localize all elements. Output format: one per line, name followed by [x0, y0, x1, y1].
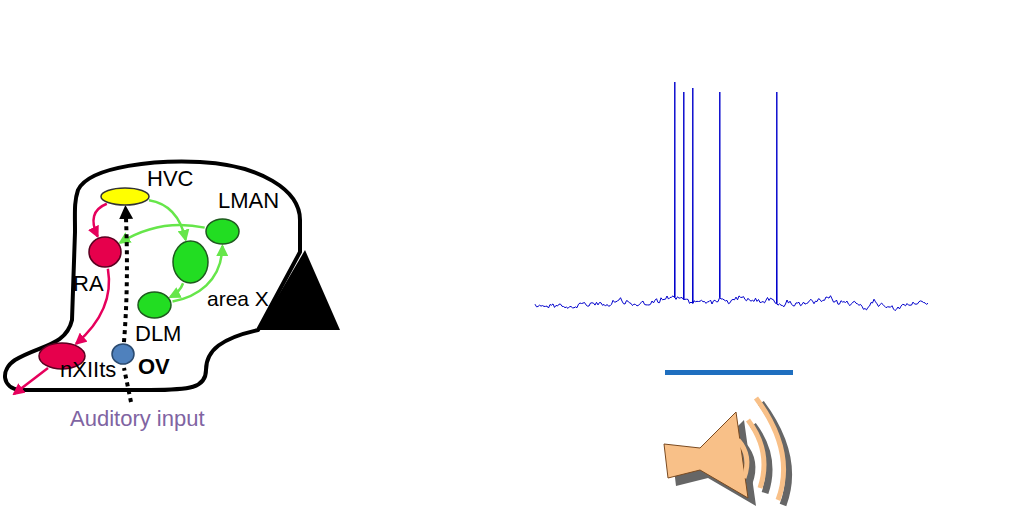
projection-arrow	[120, 225, 205, 243]
stimulus-bar	[665, 370, 793, 375]
nucleus-shape	[205, 218, 240, 245]
nucleus-shape	[100, 187, 150, 206]
nucleus-ellipse: nXIIts	[38, 342, 86, 370]
speaker-icon	[664, 398, 789, 506]
voltage-trace	[535, 82, 928, 311]
nucleus-label: HVC	[147, 168, 193, 190]
nucleus-circle: LMAN	[205, 218, 240, 245]
auditory-input-line	[124, 368, 131, 402]
projection-arrow	[93, 204, 106, 237]
projection-arrow	[149, 200, 186, 239]
nucleus-shape	[137, 291, 172, 319]
nucleus-shape	[88, 236, 122, 268]
nucleus-ellipse: area X	[172, 240, 209, 284]
nucleus-shape	[172, 240, 209, 284]
nucleus-label: OV	[138, 356, 170, 378]
triangle-symbol	[258, 250, 340, 330]
nucleus-shape	[111, 343, 135, 365]
nucleus-circle: OV	[111, 343, 135, 365]
nucleus-ellipse: HVC	[100, 187, 150, 206]
brain-outline	[5, 162, 300, 390]
nucleus-label: nXIIts	[60, 359, 116, 381]
nucleus-label: RA	[73, 273, 104, 295]
nucleus-circle: DLM	[137, 291, 172, 319]
nucleus-label: LMAN	[218, 190, 279, 212]
input-label: Auditory input	[70, 408, 205, 430]
nucleus-circle: RA	[88, 236, 122, 268]
nucleus-label: area X	[207, 288, 269, 309]
projection-arrow	[124, 207, 127, 342]
nucleus-label: DLM	[135, 323, 181, 345]
output-arrow	[14, 368, 48, 394]
projection-arrow	[170, 283, 183, 297]
